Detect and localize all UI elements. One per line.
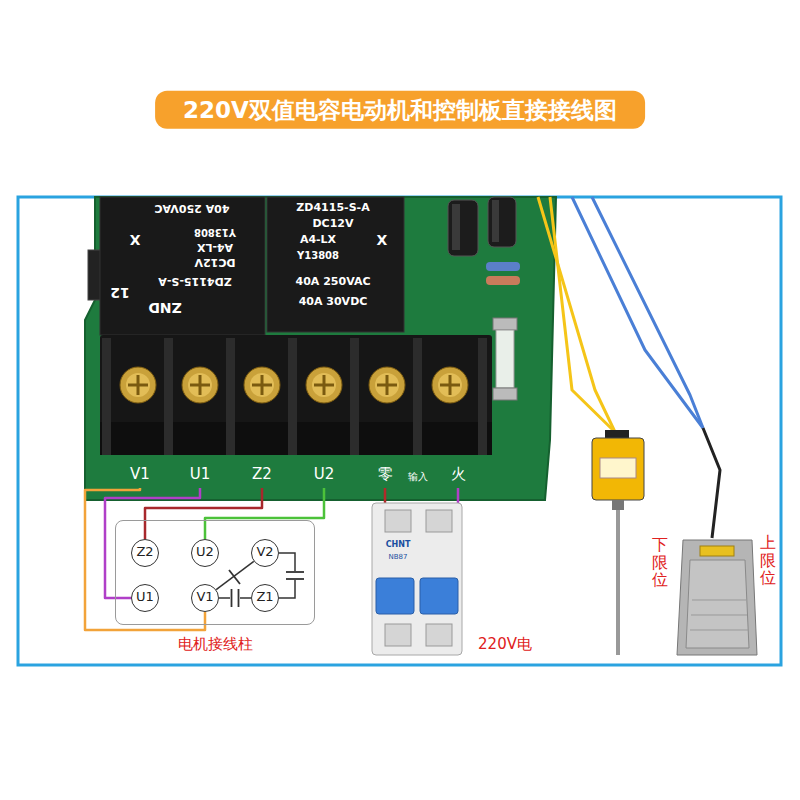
relay-marking: X xyxy=(377,232,388,248)
capacitor-symbol xyxy=(230,589,240,607)
terminal-circle: U1 xyxy=(131,584,159,612)
limit-switch xyxy=(592,430,644,655)
relay-left xyxy=(100,197,265,335)
terminal-label: V1 xyxy=(130,466,150,483)
terminal-name: V1 xyxy=(192,590,218,605)
terminal-circle: V1 xyxy=(191,584,219,612)
capacitor-parts xyxy=(448,197,520,285)
terminal-circle: Z1 xyxy=(251,584,279,612)
relay-marking: 40A 250VAC xyxy=(296,276,371,289)
foot-switch xyxy=(677,540,757,655)
limit-label: 上限位 xyxy=(760,534,776,587)
terminal-screws xyxy=(120,367,468,403)
relay-marking: DC12V xyxy=(312,218,353,231)
terminal-label: Z2 xyxy=(252,466,272,483)
terminal-link xyxy=(216,561,254,589)
relay-marking: Y13808 xyxy=(194,226,236,238)
relay-marking: DC12V xyxy=(194,256,235,269)
terminal-block xyxy=(100,335,492,455)
terminal-label: 火 xyxy=(451,466,466,483)
relay-brand: ZND xyxy=(148,300,182,316)
frame xyxy=(18,197,781,665)
circuit-breaker xyxy=(372,503,462,655)
terminal-label: 零 xyxy=(378,466,393,483)
relay-marking: 12 xyxy=(110,285,129,301)
fuse xyxy=(493,318,517,400)
terminal-name: U2 xyxy=(192,545,218,560)
terminal-circle: V2 xyxy=(251,539,279,567)
pcb-board xyxy=(85,197,556,500)
relay-right xyxy=(267,197,404,332)
relay-marking: ZD4115-S-A xyxy=(158,275,231,288)
terminal-name: V2 xyxy=(252,545,278,560)
switch-symbol xyxy=(229,570,240,584)
title-banner: 220V双值电容电动机和控制板直接接线图 xyxy=(155,91,645,129)
terminal-label: 输入 xyxy=(408,471,428,483)
relay-marking: 40A 30VDC xyxy=(299,296,368,309)
terminal-name: Z1 xyxy=(252,590,278,605)
terminal-box-heading: 电机接线柱 xyxy=(116,636,314,653)
relay-marking: A4-LX xyxy=(197,241,233,254)
supply-label: 220V电 xyxy=(478,636,532,653)
terminal-circle: Z2 xyxy=(131,539,159,567)
switch-wires xyxy=(538,197,720,538)
relay-marking: X xyxy=(130,232,141,248)
breaker-brand: CHNT xyxy=(386,540,411,549)
relay-marking: A4-LX xyxy=(300,234,336,247)
terminal-label: U1 xyxy=(190,466,211,483)
terminal-circle: U2 xyxy=(191,539,219,567)
terminal-box: 电机接线柱Z2U2V2U1V1Z1 xyxy=(115,520,315,625)
terminal-label: U2 xyxy=(314,466,335,483)
terminal-name: Z2 xyxy=(132,545,158,560)
limit-label: 下限位 xyxy=(652,536,668,589)
capacitor-symbol xyxy=(286,571,304,580)
relay-marking: ZD4115-S-A xyxy=(296,202,369,215)
relay-marking: Y13808 xyxy=(297,250,339,262)
breaker-model: NB87 xyxy=(389,553,408,561)
relay-marking: 40A 250VAC xyxy=(155,202,230,215)
terminal-name: U1 xyxy=(132,590,158,605)
